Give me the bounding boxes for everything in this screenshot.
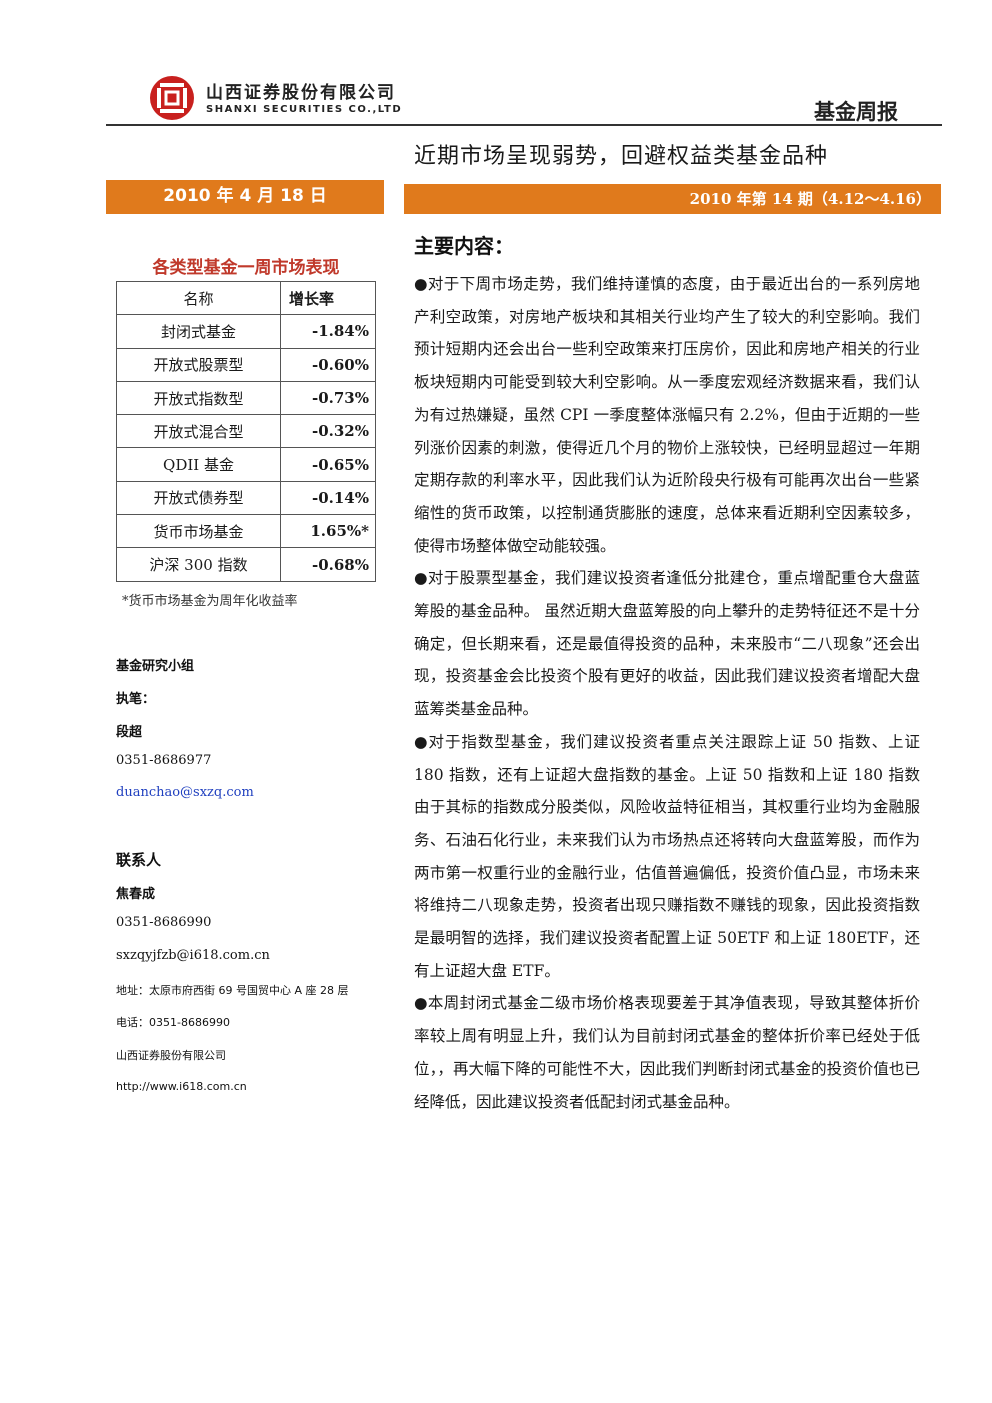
paragraph-closed-end-funds: ●本周封闭式基金二级市场价格表现要差于其净值表现，导致其整体折价率较上周有明显上…: [414, 994, 920, 1111]
contact-phone: 0351-8686990: [116, 915, 212, 930]
growth-value: -0.68%: [280, 547, 376, 582]
growth-value: -0.65%: [280, 447, 376, 482]
paragraph-market-outlook: ●对于下周市场走势，我们维持谨慎的态度，由于最近出台的一系列房地产利空政策，对房…: [414, 275, 920, 555]
paragraph-index-funds: ●对于指数型基金，我们建议投资者重点关注跟踪上证 50 指数、上证 180 指数…: [414, 732, 920, 980]
table-row: 货币市场基金 1.65%*: [116, 514, 376, 549]
table-row: QDII 基金 -0.65%: [116, 447, 376, 482]
company-name-footer: 山西证券股份有限公司: [116, 1049, 226, 1062]
company-name-en: SHANXI SECURITIES CO.,LTD: [206, 104, 403, 115]
author-phone: 0351-8686977: [116, 753, 212, 768]
fund-name: 开放式指数型: [116, 380, 281, 416]
column-header-name: 名称: [116, 280, 281, 316]
research-group: 基金研究小组: [116, 659, 195, 674]
table-row: 开放式股票型 -0.60%: [116, 347, 376, 382]
fund-name: QDII 基金: [116, 447, 281, 482]
fund-name: 沪深 300 指数: [116, 547, 281, 582]
header-divider: [106, 124, 942, 126]
author-name: 段超: [116, 725, 143, 740]
company-tel: 电话：0351-8686990: [116, 1016, 230, 1029]
table-footnote: *货币市场基金为周年化收益率: [122, 594, 298, 609]
shanxi-securities-logo-icon: [150, 76, 194, 120]
growth-value: -0.60%: [280, 347, 376, 382]
table-row: 开放式指数型 -0.73%: [116, 380, 376, 416]
table-caption: 各类型基金一周市场表现: [152, 258, 340, 278]
main-content: ●对于下周市场走势，我们维持谨慎的态度，由于最近出台的一系列房地产利空政策，对房…: [414, 268, 920, 1118]
table-row: 沪深 300 指数 -0.68%: [116, 547, 376, 582]
fund-name: 开放式股票型: [116, 347, 281, 382]
table-row: 封闭式基金 -1.84%: [116, 314, 376, 349]
fund-name: 货币市场基金: [116, 514, 281, 549]
fund-name: 开放式债券型: [116, 480, 281, 516]
growth-value: -1.84%: [280, 314, 376, 349]
fund-performance-table: 名称 增长率 封闭式基金 -1.84% 开放式股票型 -0.60% 开放式指数型…: [116, 280, 376, 582]
contact-name: 焦春成: [116, 887, 156, 902]
table-header-row: 名称 增长率: [116, 280, 376, 316]
contact-heading: 联系人: [116, 851, 162, 869]
fund-name: 开放式混合型: [116, 414, 281, 449]
issue-bar: 2010 年第 14 期（4.12～4.16）: [404, 184, 941, 214]
growth-value: 1.65%*: [280, 514, 376, 549]
growth-value: -0.32%: [280, 414, 376, 449]
growth-value: -0.14%: [280, 480, 376, 516]
report-date-bar: 2010 年 4 月 18 日: [106, 180, 384, 214]
column-header-growth: 增长率: [280, 280, 376, 316]
company-address: 地址：太原市府西街 69 号国贸中心 A 座 28 层: [116, 984, 349, 997]
main-content-heading: 主要内容：: [414, 234, 514, 258]
table-row: 开放式混合型 -0.32%: [116, 414, 376, 449]
table-row: 开放式债券型 -0.14%: [116, 480, 376, 516]
fund-name: 封闭式基金: [116, 314, 281, 349]
contact-email: sxzqyjfzb@i618.com.cn: [116, 948, 270, 963]
growth-value: -0.73%: [280, 380, 376, 416]
report-type: 基金周报: [814, 100, 898, 124]
author-label: 执笔：: [116, 692, 156, 707]
page-header: 山西证券股份有限公司 SHANXI SECURITIES CO.,LTD 基金周…: [0, 0, 992, 130]
author-email-link[interactable]: duanchao@sxzq.com: [116, 785, 254, 800]
company-name-cn: 山西证券股份有限公司: [206, 83, 396, 103]
report-title: 近期市场呈现弱势，回避权益类基金品种: [414, 144, 829, 169]
company-website-link[interactable]: http://www.i618.com.cn: [116, 1080, 247, 1093]
paragraph-equity-funds: ●对于股票型基金，我们建议投资者逢低分批建仓，重点增配重仓大盘蓝筹股的基金品种。…: [414, 569, 920, 719]
